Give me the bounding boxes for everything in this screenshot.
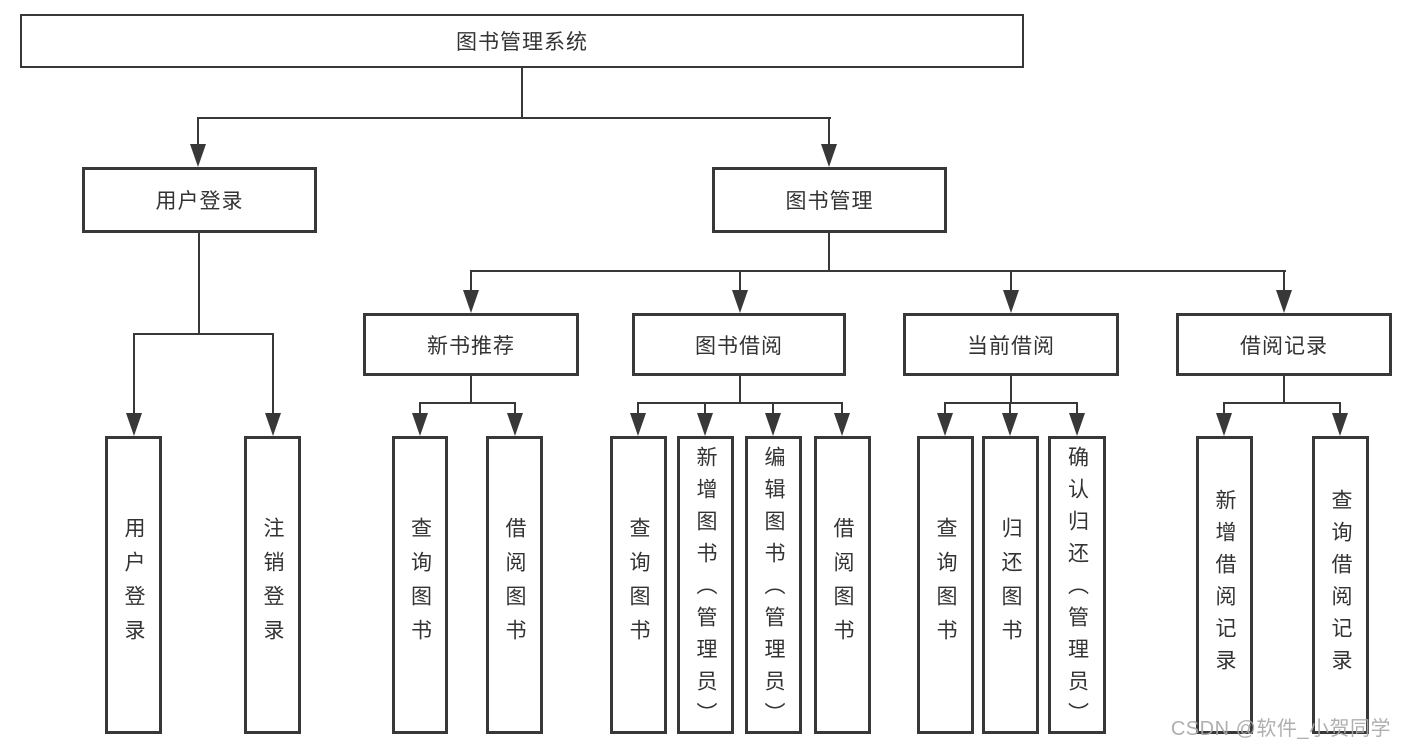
node-current-borrowing: 当前借阅 xyxy=(903,313,1119,376)
node-book-management-label: 图书管理 xyxy=(785,190,874,213)
node-new-book-recommend: 新书推荐 xyxy=(363,313,579,376)
node-root: 图书管理系统 xyxy=(20,14,1024,68)
arrow-down-icon xyxy=(1069,413,1085,436)
node-borrowing-records: 借阅记录 xyxy=(1176,313,1392,376)
leaf-add-book-admin-label: 新增图书（管理员） xyxy=(694,446,717,734)
connector-line xyxy=(419,402,421,415)
node-new-book-recommend-label: 新书推荐 xyxy=(427,334,515,358)
arrow-down-icon xyxy=(265,413,281,436)
leaf-borrow-book-borrowing: 借阅图书 xyxy=(814,436,871,734)
arrow-down-icon xyxy=(190,144,206,167)
leaf-query-book-borrowing-label: 查询图书 xyxy=(627,517,650,653)
connector-line xyxy=(470,376,472,403)
leaf-logout-label: 注销登录 xyxy=(261,517,284,653)
arrow-down-icon xyxy=(126,413,142,436)
connector-line xyxy=(133,333,274,335)
leaf-edit-book-admin-label: 编辑图书（管理员） xyxy=(762,446,785,734)
node-root-label: 图书管理系统 xyxy=(456,31,588,54)
leaf-confirm-return-admin: 确认归还（管理员） xyxy=(1048,436,1106,734)
node-user-login-label: 用户登录 xyxy=(155,190,244,213)
connector-line xyxy=(272,333,274,415)
arrow-down-icon xyxy=(507,413,523,436)
node-book-borrowing: 图书借阅 xyxy=(632,313,846,376)
connector-line xyxy=(198,233,200,335)
connector-line xyxy=(637,402,639,415)
arrow-down-icon xyxy=(937,413,953,436)
node-book-management: 图书管理 xyxy=(712,167,947,233)
arrow-down-icon xyxy=(1332,413,1348,436)
leaf-query-book-borrowing: 查询图书 xyxy=(610,436,667,734)
watermark: CSDN @软件_小贺同学 xyxy=(1170,718,1391,740)
leaf-borrow-book-borrowing-label: 借阅图书 xyxy=(831,517,854,653)
arrow-down-icon xyxy=(1003,290,1019,313)
node-user-login: 用户登录 xyxy=(82,167,317,233)
leaf-borrow-book-recommend: 借阅图书 xyxy=(486,436,543,734)
leaf-confirm-return-admin-label: 确认归还（管理员） xyxy=(1065,446,1089,734)
arrow-down-icon xyxy=(1216,413,1232,436)
leaf-return-book: 归还图书 xyxy=(982,436,1039,734)
connector-line xyxy=(1283,376,1285,403)
connector-line xyxy=(637,402,842,404)
connector-line xyxy=(828,117,830,146)
node-borrowing-records-label: 借阅记录 xyxy=(1240,334,1328,358)
leaf-add-borrow-record-label: 新增借阅记录 xyxy=(1213,489,1236,681)
arrow-down-icon xyxy=(630,413,646,436)
connector-line xyxy=(521,67,523,119)
connector-line xyxy=(470,270,1286,272)
leaf-return-book-label: 归还图书 xyxy=(999,517,1022,653)
node-current-borrowing-label: 当前借阅 xyxy=(967,334,1055,358)
connector-line xyxy=(772,402,774,415)
connector-line xyxy=(1283,270,1285,292)
node-book-borrowing-label: 图书借阅 xyxy=(695,334,783,358)
arrow-down-icon xyxy=(412,413,428,436)
arrow-down-icon xyxy=(732,290,748,313)
leaf-add-borrow-record: 新增借阅记录 xyxy=(1196,436,1253,734)
arrow-down-icon xyxy=(697,413,713,436)
connector-line xyxy=(944,402,946,415)
arrow-down-icon xyxy=(834,413,850,436)
connector-line xyxy=(1223,402,1225,415)
connector-line xyxy=(944,402,1078,404)
connector-line xyxy=(470,270,472,292)
leaf-edit-book-admin: 编辑图书（管理员） xyxy=(745,436,802,734)
leaf-query-borrow-record: 查询借阅记录 xyxy=(1312,436,1369,734)
leaf-query-book-recommend: 查询图书 xyxy=(392,436,448,734)
arrow-down-icon xyxy=(821,144,837,167)
connector-line xyxy=(1010,270,1012,292)
leaf-borrow-book-recommend-label: 借阅图书 xyxy=(503,517,526,653)
leaf-user-login: 用户登录 xyxy=(105,436,162,734)
arrow-down-icon xyxy=(1276,290,1292,313)
connector-line xyxy=(133,333,135,415)
connector-line xyxy=(1339,402,1341,415)
connector-line xyxy=(828,233,830,272)
connector-line xyxy=(419,402,516,404)
connector-line xyxy=(841,402,843,415)
connector-line xyxy=(1223,402,1341,404)
connector-line xyxy=(704,402,706,415)
connector-line xyxy=(514,402,516,415)
leaf-query-book-recommend-label: 查询图书 xyxy=(408,517,432,653)
connector-line xyxy=(197,117,199,146)
connector-line xyxy=(197,117,831,119)
leaf-add-book-admin: 新增图书（管理员） xyxy=(677,436,734,734)
connector-line xyxy=(739,376,741,403)
connector-line xyxy=(1076,402,1078,415)
connector-line xyxy=(739,270,741,292)
arrow-down-icon xyxy=(463,290,479,313)
arrow-down-icon xyxy=(765,413,781,436)
connector-line xyxy=(1010,376,1012,403)
leaf-query-borrow-record-label: 查询借阅记录 xyxy=(1329,489,1352,681)
leaf-query-book-current-label: 查询图书 xyxy=(934,517,957,653)
leaf-user-login-label: 用户登录 xyxy=(122,517,145,653)
arrow-down-icon xyxy=(1002,413,1018,436)
connector-line xyxy=(1009,402,1011,415)
leaf-logout: 注销登录 xyxy=(244,436,301,734)
leaf-query-book-current: 查询图书 xyxy=(917,436,974,734)
